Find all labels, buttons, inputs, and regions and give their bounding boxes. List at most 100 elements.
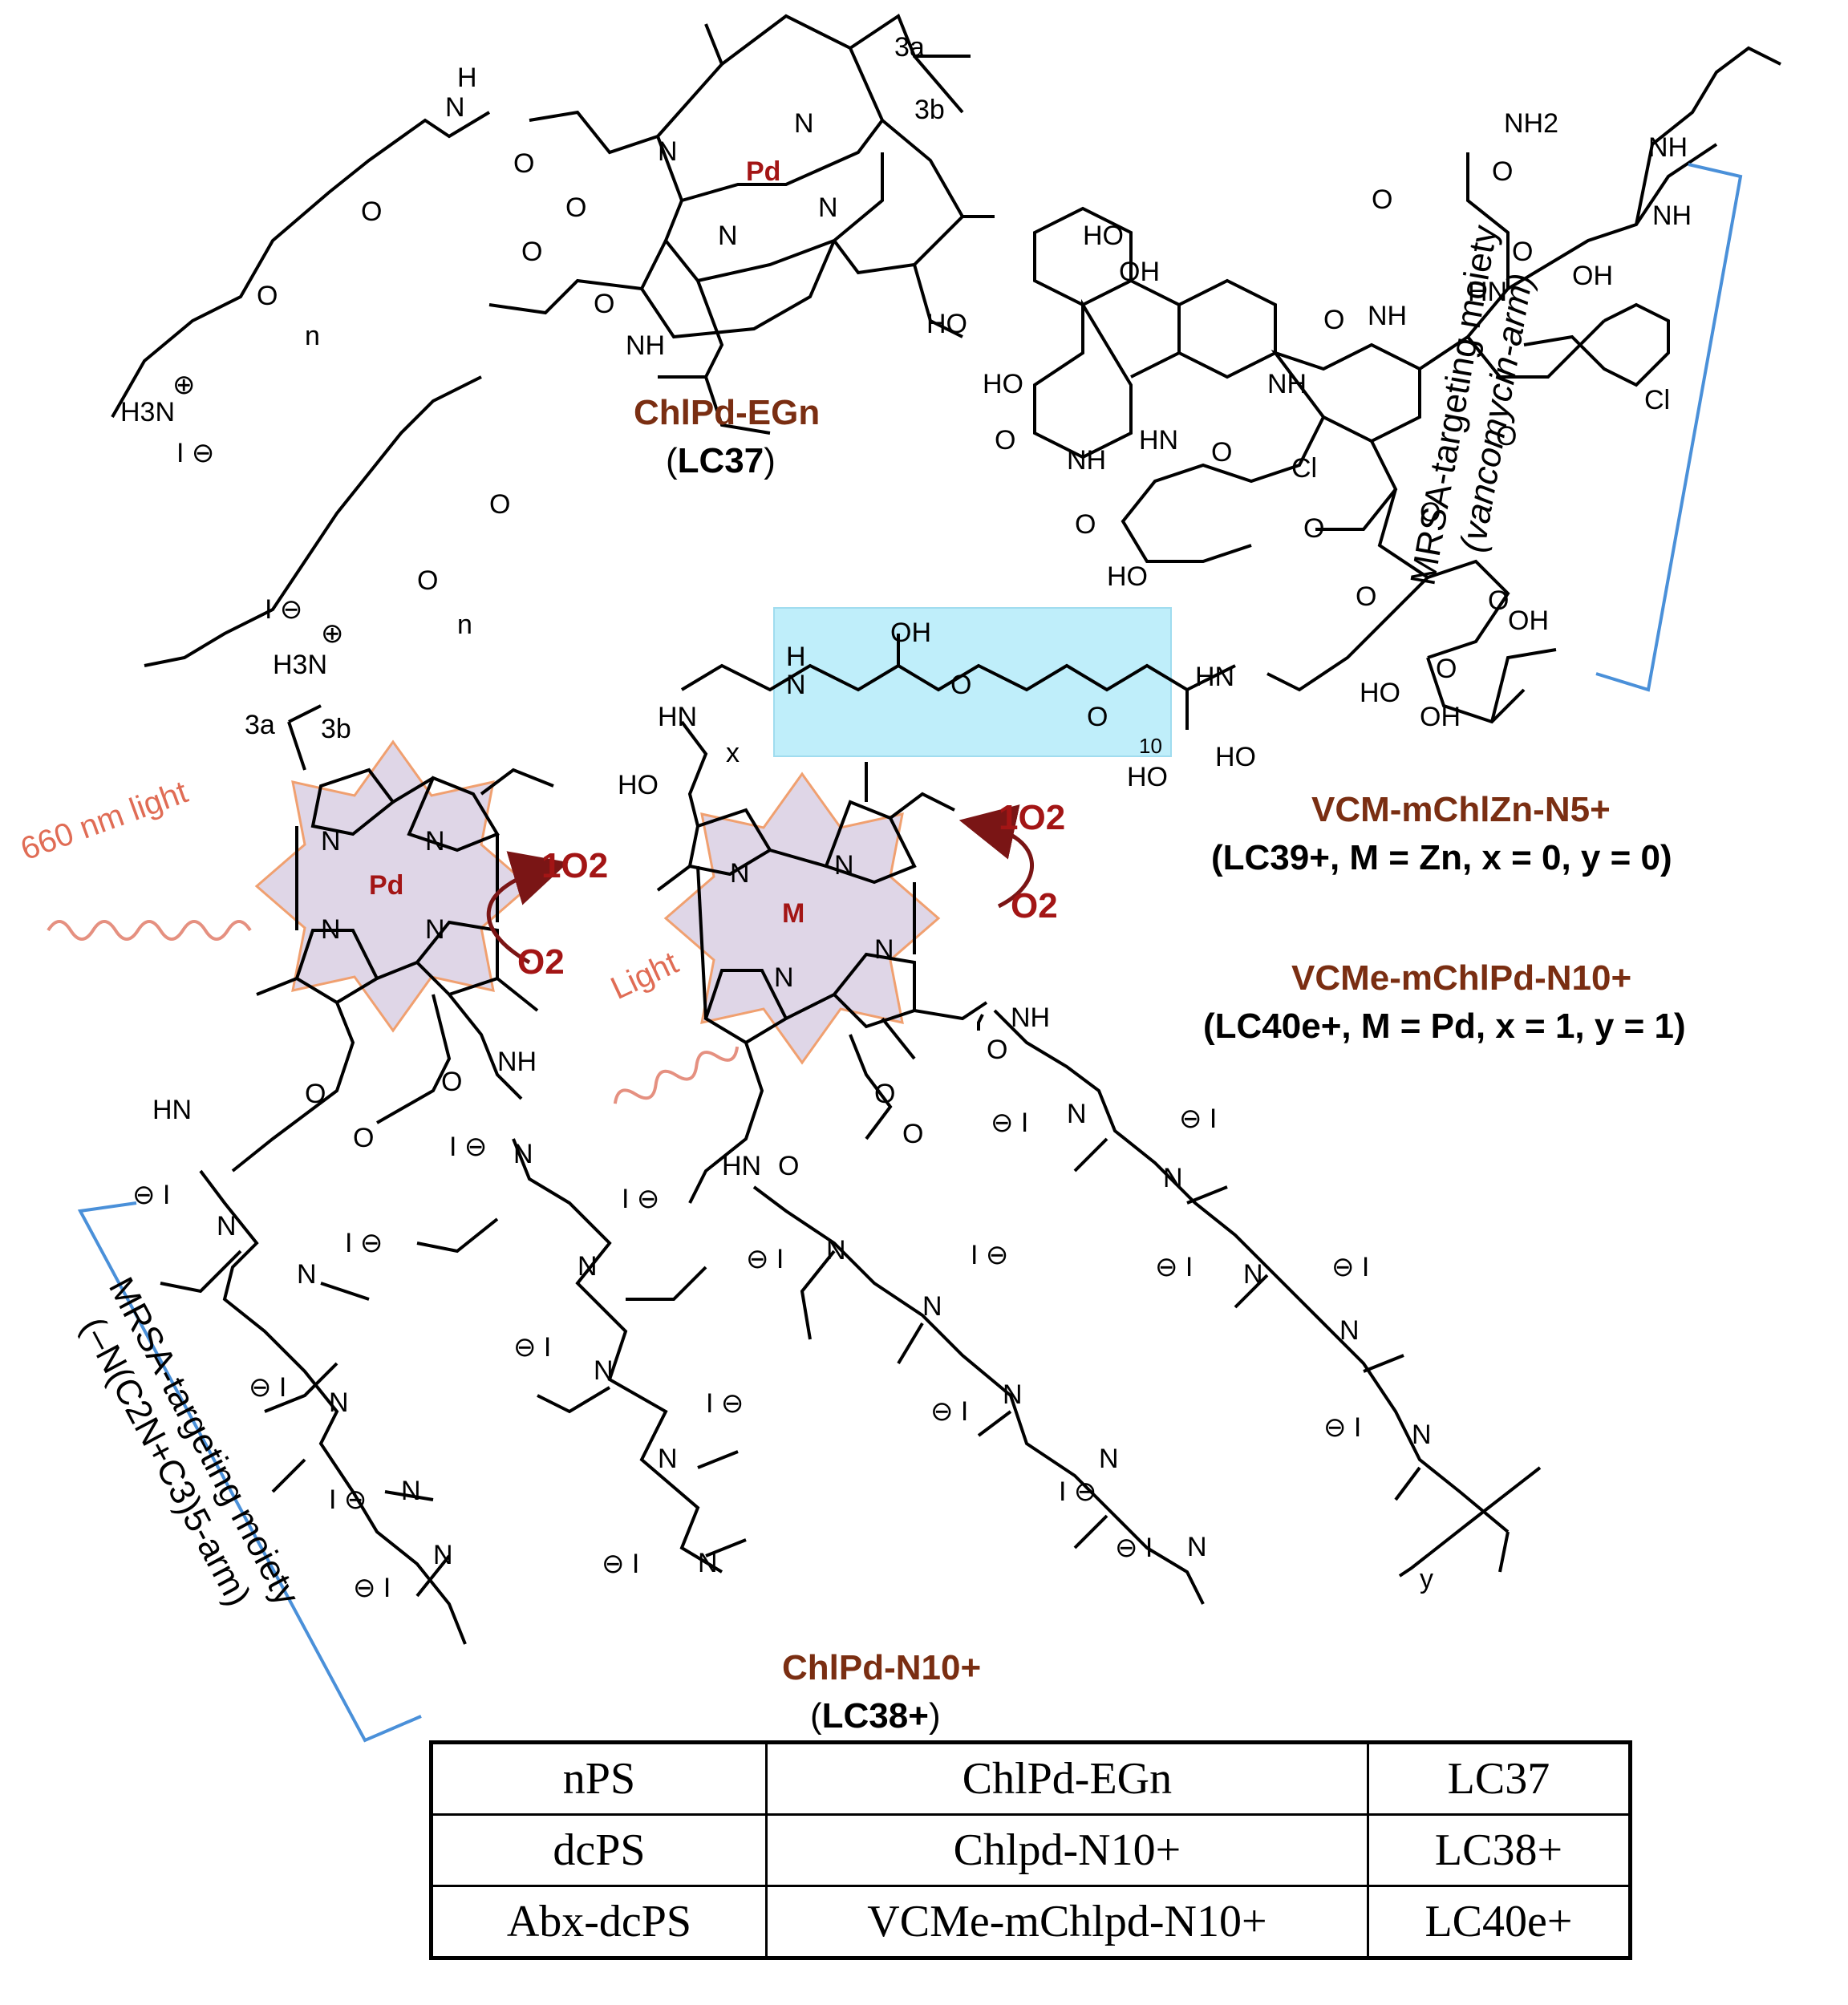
atom-n-m-q6: N <box>1067 1099 1087 1129</box>
table-row: Abx-dcPS VCMe-mChlpd-N10+ LC40e+ <box>430 1885 1632 1959</box>
atom-ho-v6: HO <box>1215 742 1256 772</box>
atom-o-m-3: O <box>902 1119 924 1149</box>
atom-n-lc38-1: N <box>321 826 341 857</box>
table-cell-type: nPS <box>430 1741 768 1816</box>
atom-o-lc38-1: O <box>441 1067 463 1097</box>
m-core <box>656 720 988 1204</box>
atom-hn-v2: HN <box>1139 425 1179 456</box>
atom-o-peg-3: O <box>489 489 511 520</box>
atom-oh-linker: OH <box>890 618 931 648</box>
atom-plus-1: ⊕ <box>172 370 196 400</box>
atom-h3n-2: H3N <box>273 650 328 680</box>
atom-n-lc38-q3: N <box>329 1387 349 1418</box>
atom-n-lc38-q2: N <box>297 1259 317 1290</box>
table-cell-code: LC40e+ <box>1366 1885 1632 1959</box>
atom-n-linker: N <box>786 670 806 700</box>
lc37-code: (LC37) <box>666 441 776 480</box>
atom-n-m-2: N <box>834 850 854 881</box>
atom-oh-v4: OH <box>1420 702 1461 732</box>
atom-cl-v1: Cl <box>1644 385 1671 415</box>
atom-o-v1: O <box>1372 184 1393 215</box>
atom-o-v3: O <box>1512 237 1534 267</box>
lc38-code: (LC38+) <box>810 1696 941 1736</box>
atom-n-lc37-3: N <box>818 192 838 223</box>
atom-i-lc38-5: ⊖ I <box>249 1372 287 1403</box>
atom-n-lc38-q6: N <box>513 1139 533 1169</box>
atom-o-ester-2: O <box>521 237 543 267</box>
atom-i-m-7: ⊖ I <box>930 1396 969 1427</box>
atom-i-m-2: ⊖ I <box>1179 1104 1218 1134</box>
atom-hn-lc38: HN <box>152 1095 192 1125</box>
atom-ho-v5: HO <box>1360 678 1400 708</box>
label-o2-right: O2 <box>1011 886 1058 926</box>
atom-n-lc37-2: N <box>794 108 814 139</box>
atom-hn-v1: HN <box>1468 277 1508 307</box>
lc37-name: ChlPd-EGn <box>634 393 821 432</box>
lc39-code: (LC39+, M = Zn, x = 0, y = 0) <box>1211 838 1672 877</box>
atom-cl-v2: Cl <box>1291 453 1318 484</box>
atom-o-m-2: O <box>874 1079 896 1109</box>
atom-ho-v3: HO <box>983 369 1023 399</box>
table-row: nPS ChlPd-EGn LC37 <box>430 1741 1632 1816</box>
o2-arrow-right <box>958 804 1034 909</box>
atom-i-lc38-8: I ⊖ <box>706 1388 744 1419</box>
atom-nh-v3: NH <box>1368 301 1408 331</box>
atom-i-lc38-7: I ⊖ <box>329 1485 367 1515</box>
atom-oh-v3: OH <box>1508 606 1549 636</box>
lc40-name: VCMe-mChlPd-N10+ <box>1291 958 1632 998</box>
atom-ho-m: HO <box>618 770 659 800</box>
atom-m: M <box>782 898 805 929</box>
m-photosensitizer-star <box>663 772 941 1065</box>
atom-hn-linker: HN <box>658 702 698 732</box>
label-singlet-o2-left: 1O2 <box>541 846 609 885</box>
atom-o-v9: O <box>1303 513 1325 544</box>
atom-i-lc38-9: ⊖ I <box>353 1573 391 1603</box>
atom-o-linker-2: O <box>1087 702 1108 732</box>
atom-n-m-q3: N <box>1003 1379 1023 1410</box>
atom-nh-linker: H <box>786 642 806 672</box>
atom-i-lc38-1: ⊖ I <box>132 1180 171 1210</box>
atom-i-lc38-6: ⊖ I <box>513 1332 552 1363</box>
lc37-peg-chains <box>111 111 491 667</box>
atom-h-top: H <box>457 63 477 93</box>
atom-i-m-6: ⊖ I <box>1331 1252 1370 1282</box>
atom-n-lc38-q10: N <box>698 1548 718 1578</box>
atom-hn-v3: HN <box>1195 662 1235 692</box>
atom-n-lc38-q5: N <box>433 1540 453 1570</box>
atom-ho-v2: HO <box>926 309 967 339</box>
atom-plus-2: ⊕ <box>321 618 344 649</box>
atom-n-m-q9: N <box>1339 1315 1360 1346</box>
atom-i-m-3: ⊖ I <box>746 1244 784 1274</box>
bracket-vancomycin <box>1595 163 1743 692</box>
atom-o-lc38-2: O <box>305 1079 326 1109</box>
light-wave-m <box>613 1046 740 1104</box>
atom-oh-v2: OH <box>1119 257 1160 287</box>
atom-nh-v2: NH <box>1652 200 1692 231</box>
label-singlet-o2-right: 1O2 <box>999 798 1066 837</box>
atom-n-lc38-q4: N <box>401 1476 421 1506</box>
m-ammonium-arms <box>752 1009 1510 1605</box>
atom-n-m-q5: N <box>1187 1532 1207 1562</box>
linker-chain <box>680 634 1236 730</box>
atom-i-lc38-4: I ⊖ <box>345 1228 383 1258</box>
table-cell-name: VCMe-mChlpd-N10+ <box>764 1885 1369 1959</box>
atom-nh-v4: NH <box>1267 369 1307 399</box>
atom-i-2: I ⊖ <box>265 594 303 625</box>
atom-o-v6: O <box>995 425 1016 456</box>
atom-i-lc38-10: ⊖ I <box>602 1549 640 1579</box>
atom-n-m-q10: N <box>1412 1420 1432 1450</box>
atom-pd-lc37: Pd <box>746 156 781 187</box>
atom-o-v11: O <box>1356 581 1377 612</box>
atom-nh-v1: NH <box>1648 132 1688 163</box>
table-cell-name: ChlPd-EGn <box>764 1741 1369 1816</box>
table-cell-type: dcPS <box>430 1813 768 1887</box>
atom-nh-lc38: NH <box>497 1047 537 1077</box>
lc38-core <box>199 704 554 1645</box>
atom-o-lc38-3: O <box>353 1123 375 1153</box>
atom-o-amide-2: O <box>594 289 615 319</box>
atom-n-amide-top: N <box>445 92 465 123</box>
atom-i-lc38-2: I ⊖ <box>449 1132 488 1162</box>
atom-n-lc37-1: N <box>658 136 678 167</box>
atom-o-m-4: O <box>778 1151 800 1181</box>
table-cell-code: LC38+ <box>1366 1813 1632 1887</box>
